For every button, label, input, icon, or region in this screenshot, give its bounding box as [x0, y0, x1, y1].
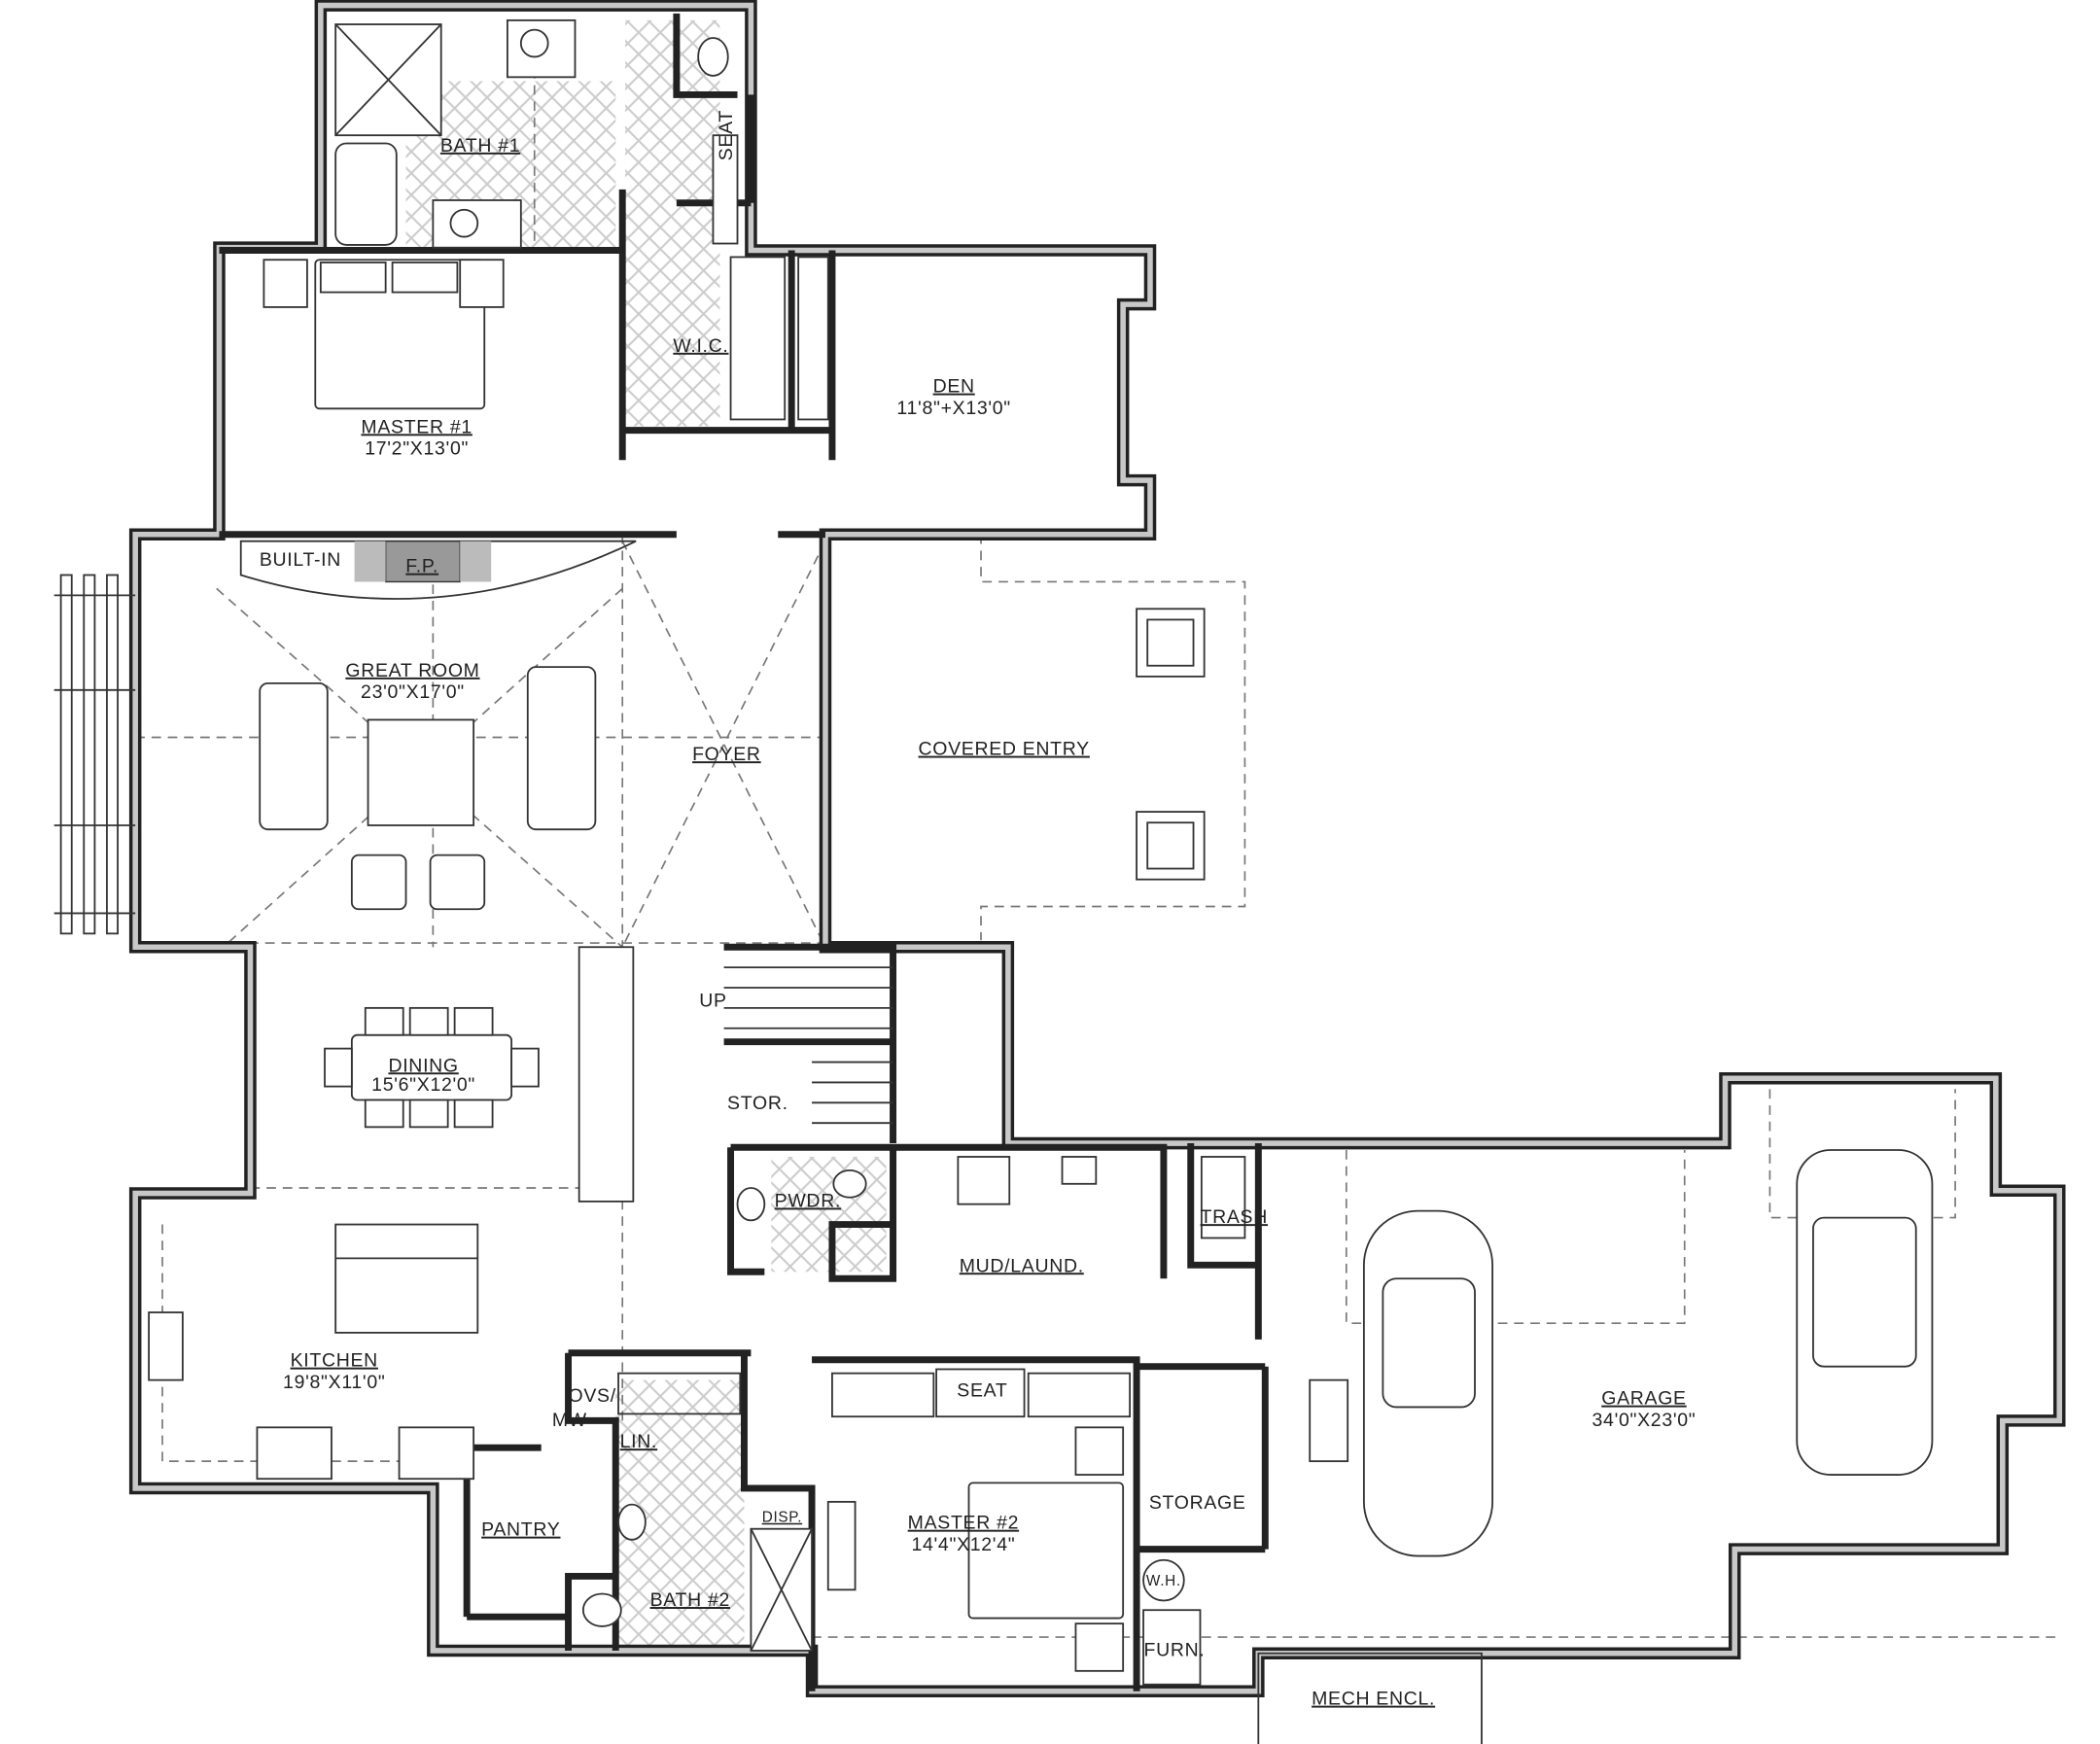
label-master1: MASTER #1: [361, 416, 472, 437]
bath1-fixtures: [334, 18, 739, 249]
label-dining: DINING: [388, 1055, 458, 1076]
label-foyer: FOYER: [692, 744, 761, 765]
room-labels: BATH #1 SEAT W.I.C. MASTER #1 17'2"X13'0…: [260, 110, 1697, 1710]
dining-table: [324, 946, 635, 1203]
mech-enclosure: [1257, 1652, 1483, 1744]
label-den: DEN: [933, 376, 975, 398]
stairs: [723, 966, 893, 1125]
pergola: [53, 574, 136, 935]
label-stor: STOR.: [727, 1093, 788, 1114]
utility-fixtures: [736, 1156, 1246, 1239]
label-ovs: OVS/: [569, 1385, 616, 1407]
label-kitchen: KITCHEN: [291, 1350, 378, 1372]
label-master1-size: 17'2"X13'0": [365, 438, 469, 460]
label-furn: FURN.: [1144, 1640, 1206, 1661]
label-pantry: PANTRY: [481, 1519, 560, 1541]
label-bath1: BATH #1: [440, 135, 520, 157]
label-master2: MASTER #2: [908, 1513, 1019, 1534]
entry-columns: [1136, 608, 1206, 881]
label-mw: MW: [552, 1410, 587, 1431]
master1-furniture: [262, 259, 505, 410]
label-great-room-size: 23'0"X17'0": [361, 681, 465, 703]
label-covered-entry: COVERED ENTRY: [918, 739, 1089, 760]
master2-furniture: [581, 1426, 1202, 1686]
label-fireplace: F.P.: [405, 556, 438, 577]
label-wh: W.H.: [1146, 1573, 1181, 1589]
label-dining-size: 15'6"X12'0": [371, 1074, 475, 1096]
label-master2-size: 14'4"X12'4": [911, 1534, 1015, 1555]
closets: [617, 256, 1132, 1418]
great-room-furniture: [259, 666, 597, 911]
label-mech: MECH ENCL.: [1312, 1689, 1435, 1710]
label-disp: DISP.: [762, 1510, 802, 1526]
label-kitchen-size: 19'8"X11'0": [283, 1372, 385, 1393]
label-up: UP: [699, 990, 726, 1011]
label-garage-size: 34'0"X23'0": [1592, 1410, 1697, 1431]
label-storage: STORAGE: [1149, 1492, 1246, 1514]
exterior-walls: [128, 0, 2066, 1697]
label-seat1: SEAT: [716, 110, 737, 160]
label-lin: LIN.: [620, 1431, 657, 1452]
label-trash: TRASH: [1201, 1206, 1268, 1228]
tile-floors: [405, 19, 887, 1651]
kitchen-fixtures: [148, 1223, 479, 1481]
label-seat2: SEAT: [957, 1379, 1007, 1401]
fireplace: [239, 540, 637, 600]
label-builtin: BUILT-IN: [260, 549, 341, 571]
label-wic: W.I.C.: [673, 335, 728, 357]
garage-cars: [1309, 1149, 1934, 1557]
interior-walls: [219, 13, 1269, 1692]
label-mud-laundry: MUD/LAUND.: [960, 1255, 1084, 1276]
label-bath2: BATH #2: [650, 1589, 730, 1611]
label-garage: GARAGE: [1601, 1388, 1686, 1410]
label-pwdr: PWDR.: [775, 1190, 841, 1211]
label-den-size: 11'8"+X13'0": [896, 398, 1010, 419]
label-great-room: GREAT ROOM: [345, 660, 479, 681]
